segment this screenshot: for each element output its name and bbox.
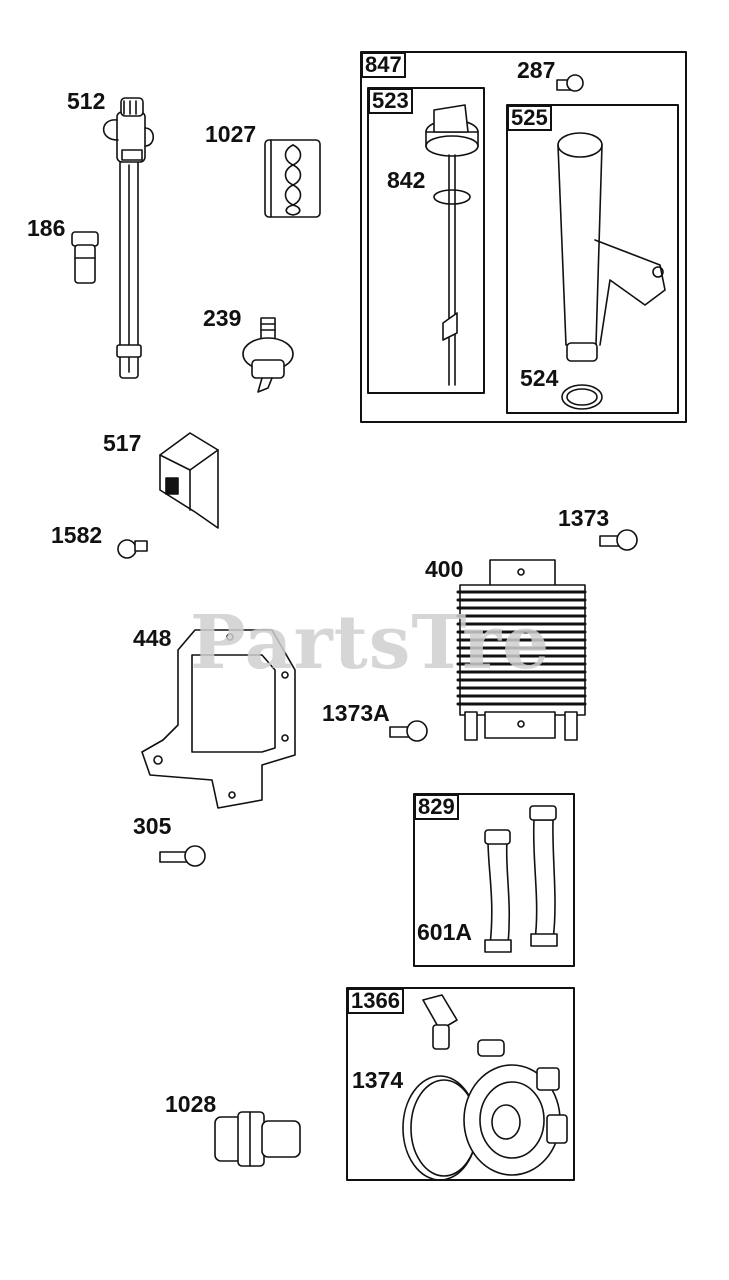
fitting-1028 xyxy=(214,1111,301,1167)
bracket-517 xyxy=(159,432,219,529)
box-label-847: 847 xyxy=(361,52,406,78)
label-842: 842 xyxy=(387,167,426,193)
label-517: 517 xyxy=(103,430,142,456)
oil-filter-adapter-1366 xyxy=(402,994,568,1181)
box-525-frame xyxy=(506,104,679,414)
box-label-525: 525 xyxy=(507,105,552,131)
screw-1582 xyxy=(117,539,148,559)
label-305: 305 xyxy=(133,813,172,839)
watermark: PartsTre xyxy=(190,600,551,686)
gasket-448 xyxy=(141,629,296,809)
label-400: 400 xyxy=(425,556,464,582)
oil-filter-1027 xyxy=(264,139,321,218)
fill-tube-525 xyxy=(557,132,666,410)
box-523-frame xyxy=(367,87,485,394)
label-512: 512 xyxy=(67,88,106,114)
label-1582: 1582 xyxy=(51,522,103,548)
label-1374: 1374 xyxy=(352,1067,404,1093)
label-524: 524 xyxy=(520,365,559,391)
label-287: 287 xyxy=(517,57,556,83)
label-239: 239 xyxy=(203,305,242,331)
dipstick-523 xyxy=(425,104,479,386)
fitting-186 xyxy=(71,231,99,284)
pressure-switch-239 xyxy=(242,317,294,393)
oil-cooler-400 xyxy=(456,559,587,741)
label-186: 186 xyxy=(27,215,66,241)
label-601a: 601A xyxy=(417,919,472,945)
hoses-601a xyxy=(484,805,558,953)
label-1028: 1028 xyxy=(165,1091,217,1117)
box-label-1366: 1366 xyxy=(347,988,404,1014)
screw-305 xyxy=(159,845,206,867)
label-1373: 1373 xyxy=(558,505,610,531)
box-label-523: 523 xyxy=(368,88,413,114)
label-448: 448 xyxy=(133,625,172,651)
label-1027: 1027 xyxy=(205,121,257,147)
box-829-frame xyxy=(413,793,575,967)
screw-1373a xyxy=(389,720,428,742)
box-label-829: 829 xyxy=(414,794,459,820)
label-1373a: 1373A xyxy=(322,700,390,726)
screw-287 xyxy=(556,74,584,92)
dipstick-tube-512 xyxy=(102,97,155,379)
box-847-frame xyxy=(360,51,687,423)
box-1366-frame xyxy=(346,987,575,1181)
screw-1373 xyxy=(599,529,638,551)
